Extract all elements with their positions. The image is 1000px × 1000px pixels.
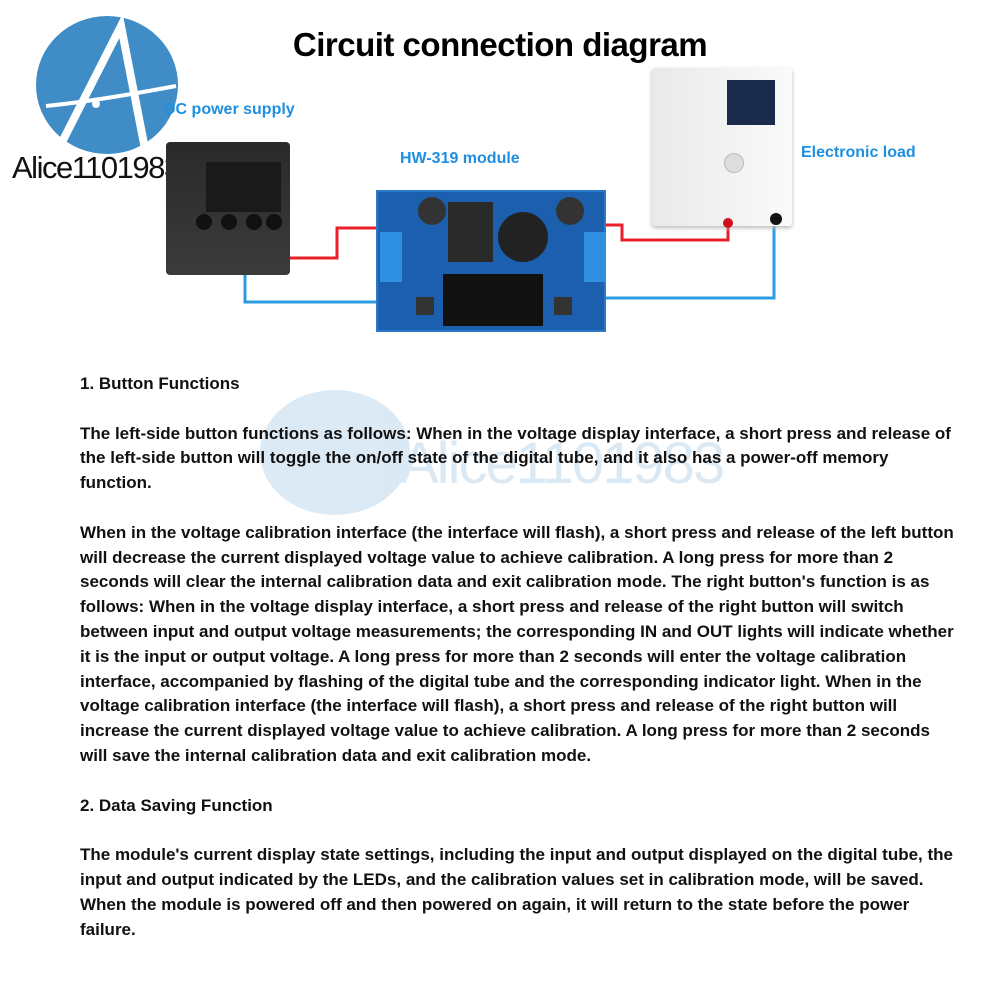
- brand-logo-text: Alice1101983: [12, 150, 181, 185]
- paragraph: When in the voltage calibration interfac…: [80, 522, 954, 765]
- dc-power-supply-image: [166, 142, 290, 275]
- positive-wire-out: [604, 220, 730, 242]
- instructions-text: 1. Button Functions The left-side button…: [80, 372, 960, 967]
- label-module: HW-319 module: [400, 150, 520, 167]
- label-dc-power-supply: DC power supply: [164, 101, 295, 118]
- negative-wire-in: [243, 262, 378, 304]
- hw-319-module-image: [376, 190, 606, 332]
- negative-wire-out: [604, 218, 776, 300]
- digital-display: [443, 274, 543, 326]
- page-title: Circuit connection diagram: [292, 26, 708, 63]
- wiring: [243, 218, 776, 304]
- paragraph: The left-side button functions as follow…: [80, 423, 951, 493]
- section-heading: 1. Button Functions: [80, 374, 240, 393]
- electronic-load-image: [652, 68, 792, 228]
- brand-logo-icon: [36, 13, 178, 156]
- positive-wire-in: [270, 226, 378, 260]
- paragraph: The module's current display state setti…: [80, 845, 953, 939]
- label-electronic-load: Electronic load: [801, 144, 916, 161]
- section-heading: 2. Data Saving Function: [80, 795, 273, 815]
